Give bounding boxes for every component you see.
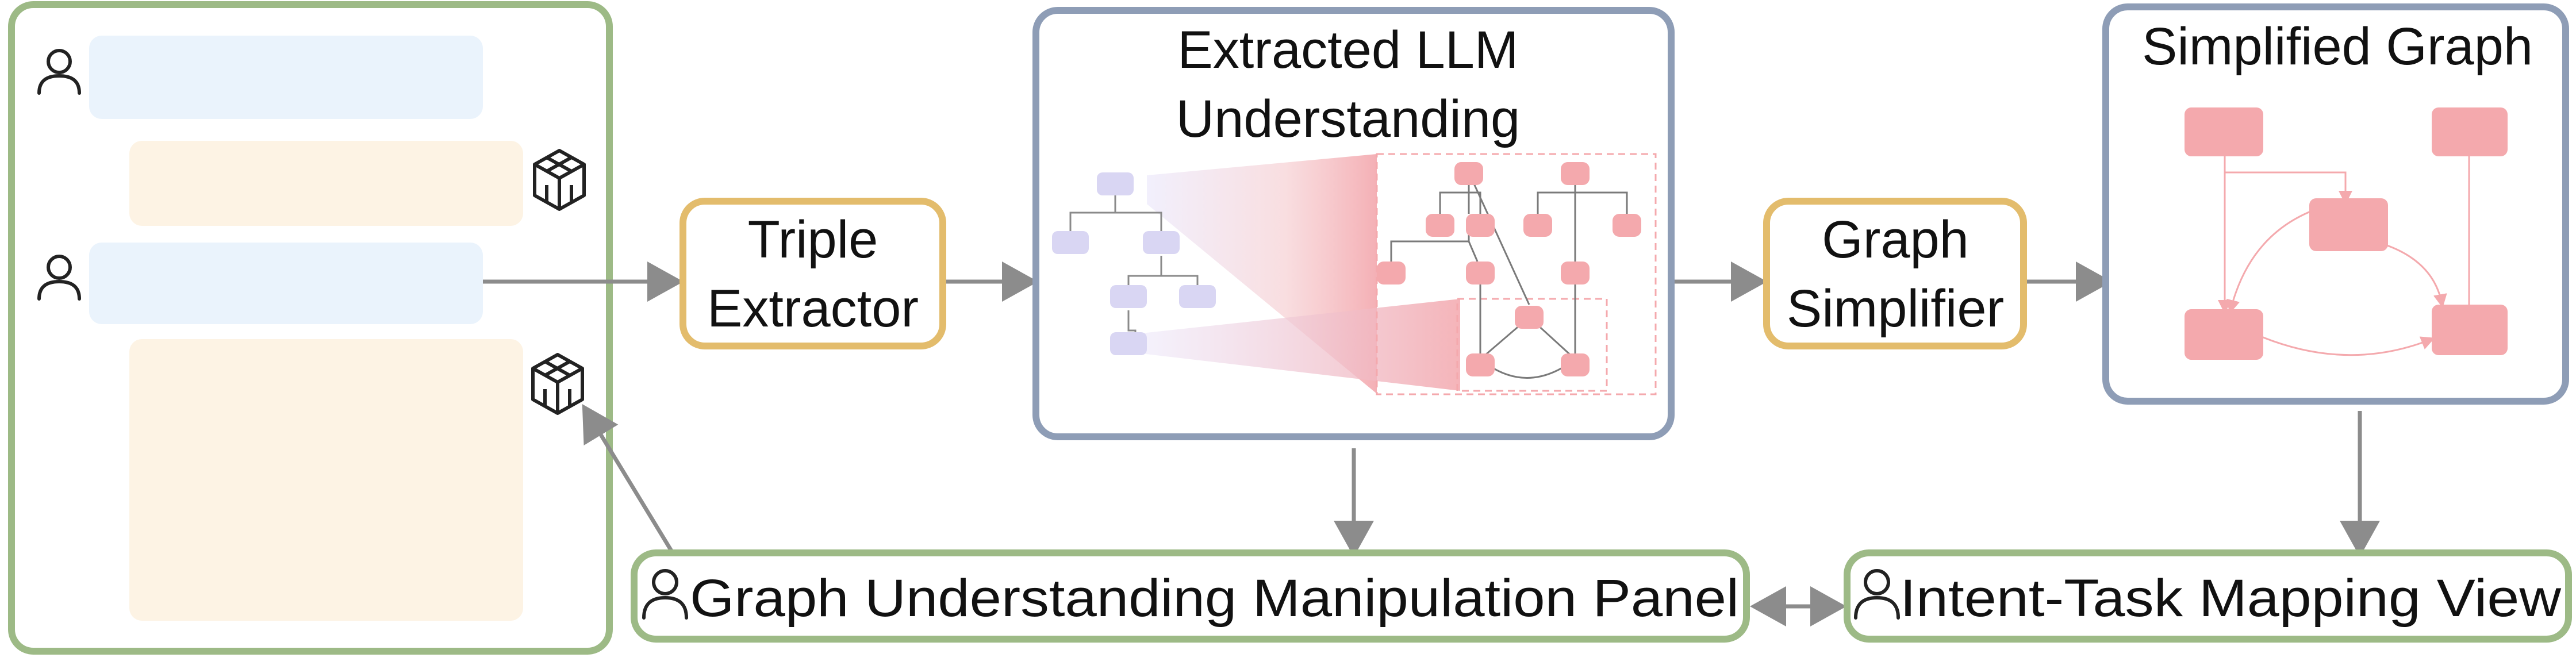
user-icon [1854,569,1900,620]
arrow-panel-to-chat [582,404,677,559]
pink-graph [1377,162,1641,379]
graph-node [1426,214,1454,237]
triple-extractor-label-1: Triple [748,210,878,269]
tree-node [1110,332,1147,355]
manipulation-panel-label: Graph Understanding Manipulation Panel [690,569,1739,628]
graph-node [1561,262,1590,284]
tree-node [1143,231,1180,254]
graph-simplifier-label-2: Simplifier [1787,279,2004,338]
mapping-view-box: Intent-Task Mapping View [1844,549,2572,643]
simplified-node [2185,107,2263,156]
user-icon [37,255,81,301]
mapping-view-label: Intent-Task Mapping View [1900,569,2562,628]
tree-node [1179,285,1216,308]
llm-cube-icon [533,149,586,211]
graph-node [1466,353,1495,376]
manipulation-panel-box: Graph Understanding Manipulation Panel [631,549,1750,643]
tree-node [1110,285,1147,308]
graph-node [1454,162,1483,185]
simplified-node [2432,305,2508,355]
tree-node [1052,231,1089,254]
zoom-region [1376,153,1657,395]
user-message-bubble [89,243,483,324]
simplified-node [2432,107,2508,156]
graph-simplifier-box: Graph Simplifier [1763,198,2027,349]
graph-node [1466,214,1495,237]
graph-node [1377,262,1406,284]
llm-message-bubble [129,339,523,621]
connector-arrows [483,262,2380,626]
graph-node [1561,353,1590,376]
graph-node [1613,214,1641,237]
user-icon [37,49,81,95]
graph-node [1466,262,1495,284]
extracted-label-1: Extracted LLM [1177,21,1518,79]
llm-message-bubble [129,141,523,226]
small-tree [1052,172,1216,355]
chat-panel [8,1,613,655]
user-icon [642,569,688,620]
triple-extractor-label-2: Extractor [707,279,919,338]
graph-node [1561,162,1590,185]
simplified-graph-box: Simplified Graph [2102,3,2569,405]
tree-node [1097,172,1134,195]
zoom-fan-small [1141,299,1460,391]
user-message-bubble [89,36,483,119]
triple-extractor-box: Triple Extractor [679,198,946,349]
simplified-graph-title: Simplified Graph [2142,17,2533,76]
simplified-node [2185,309,2263,360]
simplified-node [2309,198,2388,251]
graph-node [1515,306,1544,329]
zoom-subregion [1456,298,1608,392]
extracted-understanding-box: Extracted LLM Understanding [1032,7,1675,440]
graph-simplifier-label-1: Graph [1822,210,1969,269]
graph-node [1523,214,1552,237]
llm-cube-icon [531,353,584,415]
extracted-label-2: Understanding [1176,90,1520,148]
